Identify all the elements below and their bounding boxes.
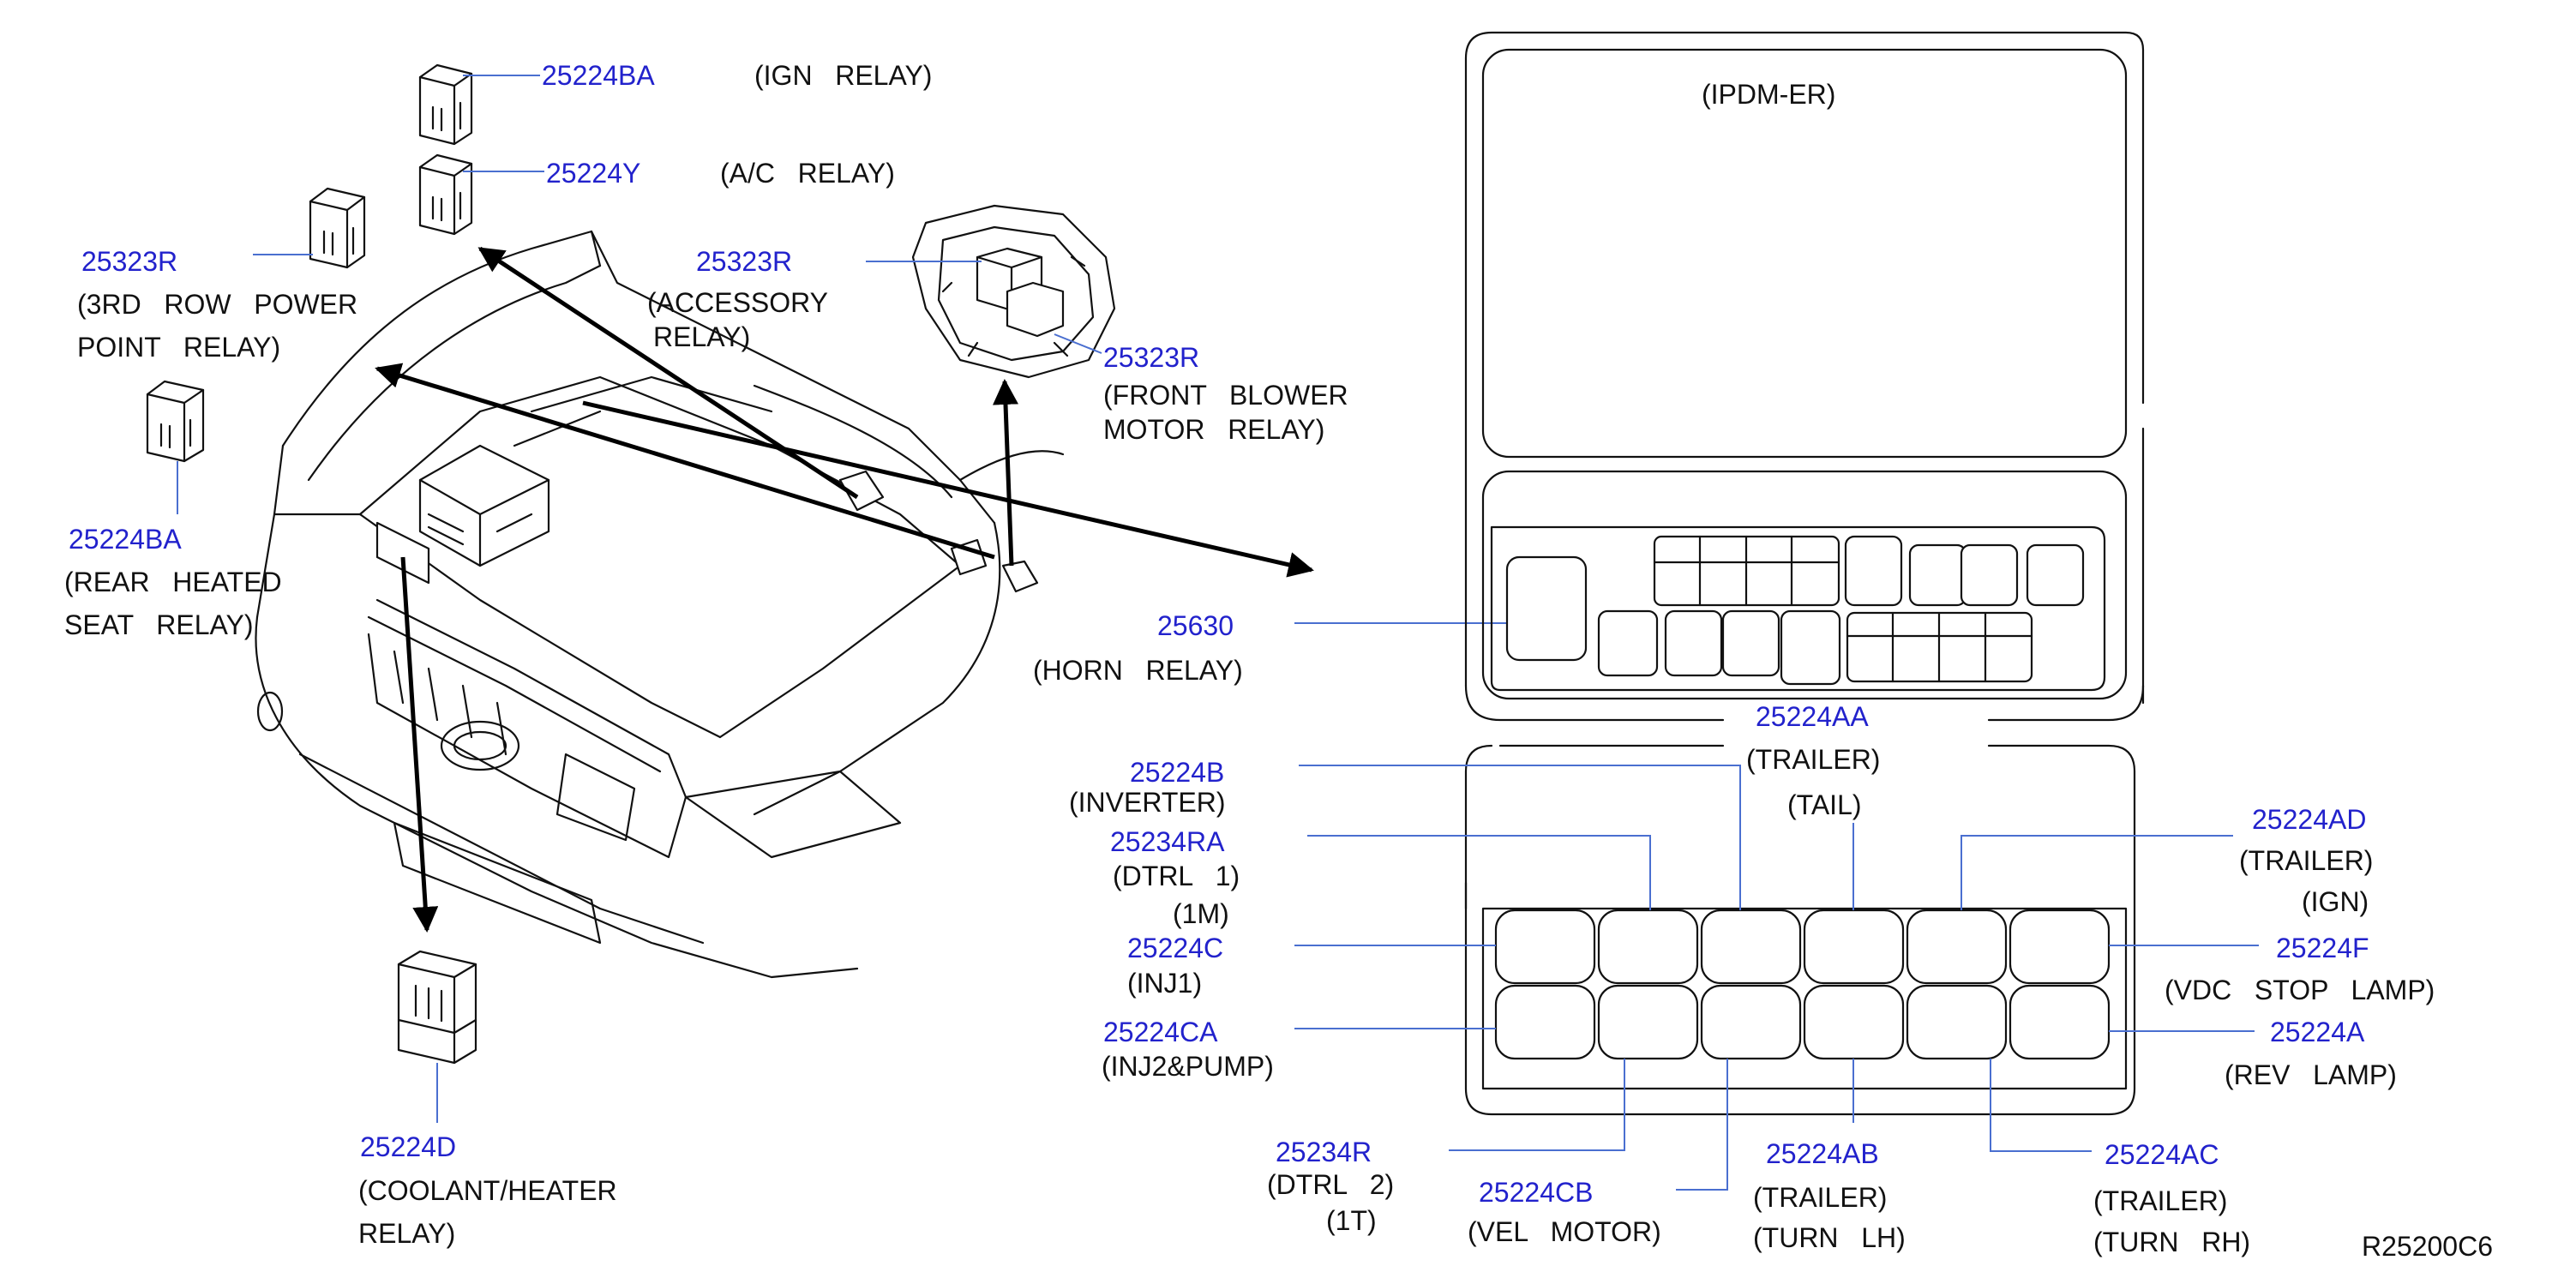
part-number[interactable]: 25224F [2276, 933, 2369, 963]
part-description: (3RD ROW POWER [77, 289, 357, 320]
part-number[interactable]: 25224BA [69, 524, 182, 555]
location-arrows [375, 246, 1314, 933]
part-description: POINT RELAY) [77, 332, 280, 363]
part-description: SEAT RELAY) [64, 609, 254, 640]
callout-dtrl1: 25234RA (DTRL 1) (1M) [1110, 826, 1651, 929]
part-description: (TURN LH) [1753, 1222, 1906, 1253]
part-number[interactable]: 25224A [2270, 1017, 2365, 1047]
part-description: MOTOR RELAY) [1103, 414, 1324, 445]
part-number[interactable]: 25323R [81, 246, 177, 277]
callout-inverter: 25224B (INVERTER) [1069, 757, 1741, 910]
part-description: (DTRL 2) [1267, 1169, 1394, 1200]
part-description: (REAR HEATED [64, 567, 282, 597]
part-description: RELAY) [653, 321, 750, 352]
part-description: (VDC STOP LAMP) [2165, 975, 2435, 1005]
callout-ign-relay: 25224BA (IGN RELAY) [463, 60, 932, 91]
part-description: (1M) [1173, 898, 1229, 929]
part-description: (COOLANT/HEATER [358, 1175, 617, 1206]
part-description: (TRAILER) [1746, 744, 1880, 775]
part-number[interactable]: 25224AC [2105, 1139, 2219, 1170]
part-description: (REV LAMP) [2225, 1059, 2397, 1090]
callout-coolant-heater-relay: 25224D (COOLANT/HEATER RELAY) [358, 1063, 617, 1249]
part-description: (A/C RELAY) [720, 158, 895, 189]
part-description: (FRONT BLOWER [1103, 380, 1348, 411]
part-description: RELAY) [358, 1218, 455, 1249]
part-number[interactable]: 25234R [1276, 1137, 1372, 1167]
relay-bracket-accessory [911, 204, 1116, 379]
part-number[interactable]: 25224AA [1756, 701, 1869, 732]
relay-icon-3rd-row [309, 187, 366, 269]
vehicle-engine-bay-illustration [255, 230, 1065, 979]
part-number[interactable]: 25224AB [1766, 1138, 1879, 1169]
callout-vdc-stop-lamp: 25224F (VDC STOP LAMP) [2109, 933, 2435, 1005]
callout-3rd-row-relay: 25323R (3RD ROW POWER POINT RELAY) [77, 246, 357, 363]
ipdm-er-label: (IPDM-ER) [1702, 79, 1835, 110]
callout-trailer-turn-rh: 25224AC (TRAILER) (TURN RH) [1990, 1059, 2250, 1257]
relay-grid [1494, 909, 2111, 1060]
relay-icon-rear-heated-seat [146, 380, 205, 463]
part-number[interactable]: 25224AD [2252, 804, 2366, 835]
part-number[interactable]: 25224B [1130, 757, 1224, 788]
part-number[interactable]: 25630 [1157, 610, 1234, 641]
part-description: (TRAILER) [2239, 845, 2373, 876]
ipdm-er-unit: (IPDM-ER) [1464, 31, 2145, 1116]
part-number[interactable]: 25224C [1127, 933, 1223, 963]
callout-inj2-pump: 25224CA (INJ2&PUMP) [1102, 1017, 1496, 1082]
part-number[interactable]: 25224CB [1479, 1177, 1593, 1208]
callout-trailer-tail: 25224AA (TRAILER) (TAIL) [1746, 701, 1880, 910]
callout-rev-lamp: 25224A (REV LAMP) [2109, 1017, 2397, 1090]
part-number[interactable]: 25224CA [1103, 1017, 1218, 1047]
relay-icon-ign [418, 63, 473, 146]
callout-ac-relay: 25224Y (A/C RELAY) [463, 158, 895, 189]
part-description: (HORN RELAY) [1033, 655, 1243, 686]
relay-icon-coolant-heater [397, 950, 477, 1065]
callout-dtrl2: 25234R (DTRL 2) (1T) [1267, 1059, 1625, 1236]
callout-inj1: 25224C (INJ1) [1127, 933, 1496, 999]
part-description: (TRAILER) [2093, 1185, 2227, 1216]
part-description: (INJ1) [1127, 968, 1202, 999]
reference-code: R25200C6 [2362, 1231, 2493, 1262]
part-number[interactable]: 25224Y [546, 158, 640, 189]
part-number[interactable]: 25323R [696, 246, 792, 277]
callout-rear-heated-seat-relay: 25224BA (REAR HEATED SEAT RELAY) [64, 461, 282, 640]
part-number[interactable]: 25323R [1103, 342, 1199, 373]
part-description: (TAIL) [1787, 789, 1862, 820]
part-description: (INVERTER) [1069, 787, 1226, 818]
callout-front-blower-relay: 25323R (FRONT BLOWER MOTOR RELAY) [1054, 333, 1348, 445]
part-description: (INJ2&PUMP) [1102, 1051, 1274, 1082]
part-number[interactable]: 25224BA [542, 60, 655, 91]
part-description: (TURN RH) [2093, 1227, 2250, 1257]
part-description: (DTRL 1) [1113, 861, 1240, 891]
part-number[interactable]: 25234RA [1110, 826, 1225, 857]
part-description: (VEL MOTOR) [1468, 1216, 1661, 1247]
part-description: (TRAILER) [1753, 1182, 1887, 1213]
part-description: (1T) [1326, 1205, 1377, 1236]
part-description: (IGN) [2302, 886, 2369, 917]
callout-vel-motor: 25224CB (VEL MOTOR) [1468, 1059, 1728, 1247]
relay-icon-ac [418, 153, 473, 236]
callout-trailer-turn-lh: 25224AB (TRAILER) (TURN LH) [1753, 1059, 1906, 1253]
callout-trailer-ign: 25224AD (TRAILER) (IGN) [1961, 804, 2373, 917]
callout-horn-relay: 25630 (HORN RELAY) [1033, 610, 1509, 686]
callout-accessory-relay: 25323R (ACCESSORY RELAY) [647, 246, 982, 352]
part-description: (IGN RELAY) [754, 60, 932, 91]
part-number[interactable]: 25224D [360, 1131, 456, 1162]
part-description: (ACCESSORY [647, 287, 828, 318]
